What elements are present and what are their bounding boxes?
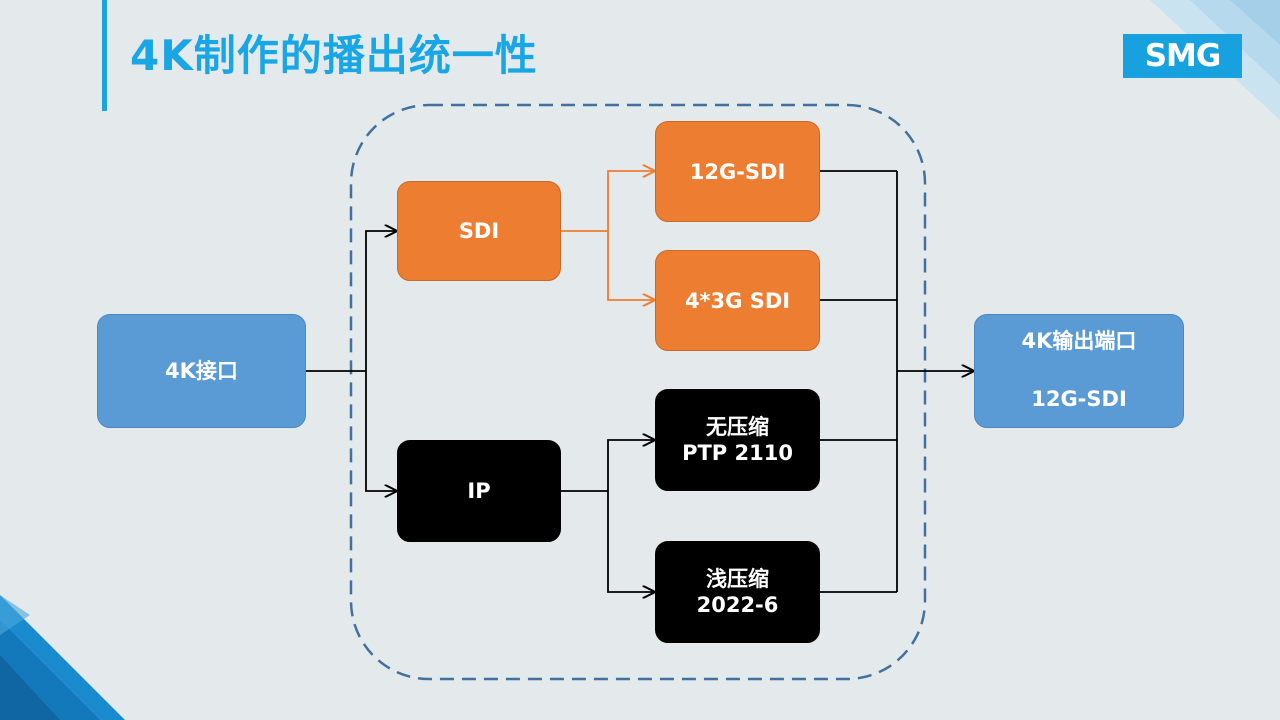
- sdi-12g-box: 12G-SDI: [655, 121, 820, 222]
- sdi-label: SDI: [458, 219, 500, 243]
- sdi-4x3g-label: 4*3G SDI: [684, 288, 791, 313]
- connector-sdi-to-3g: [607, 231, 654, 300]
- connector-to-ip: [365, 371, 396, 491]
- connector-ip-to-2022: [607, 491, 654, 592]
- output-4k-port-label: 4K输出端口: [1021, 329, 1137, 353]
- corner-decoration-bottom-left: [0, 595, 125, 720]
- ip-label: IP: [467, 479, 491, 503]
- light-compression-label: 浅压缩: [706, 567, 769, 591]
- input-4k-interface-box: 4K接口: [97, 314, 306, 428]
- dashed-group-border: [349, 103, 927, 681]
- uncompressed-2110-box: 无压缩 PTP 2110: [655, 389, 820, 491]
- connector-ip-to-2110: [607, 440, 654, 491]
- sdi-4x3g-box: 4*3G SDI: [655, 250, 820, 351]
- light-compression-2022-box: 浅压缩 2022-6: [655, 541, 820, 643]
- slide-title: 4K制作的播出统一性: [130, 31, 538, 80]
- smpte-2022-6-label: 2022-6: [696, 593, 779, 617]
- smg-logo: SMG: [1123, 34, 1242, 78]
- title-accent-bar: [102, 0, 107, 111]
- input-4k-interface-label: 4K接口: [165, 359, 238, 383]
- output-4k-port-box: 4K输出端口 12G-SDI: [974, 314, 1184, 428]
- connector-to-sdi: [365, 231, 396, 371]
- sdi-12g-label: 12G-SDI: [689, 159, 786, 184]
- sdi-box: SDI: [397, 181, 561, 281]
- output-12g-sdi-label: 12G-SDI: [1031, 387, 1127, 411]
- ptp-2110-label: PTP 2110: [682, 441, 793, 465]
- uncompressed-label: 无压缩: [706, 415, 769, 439]
- ip-box: IP: [397, 440, 561, 542]
- connector-sdi-to-12g: [607, 171, 654, 231]
